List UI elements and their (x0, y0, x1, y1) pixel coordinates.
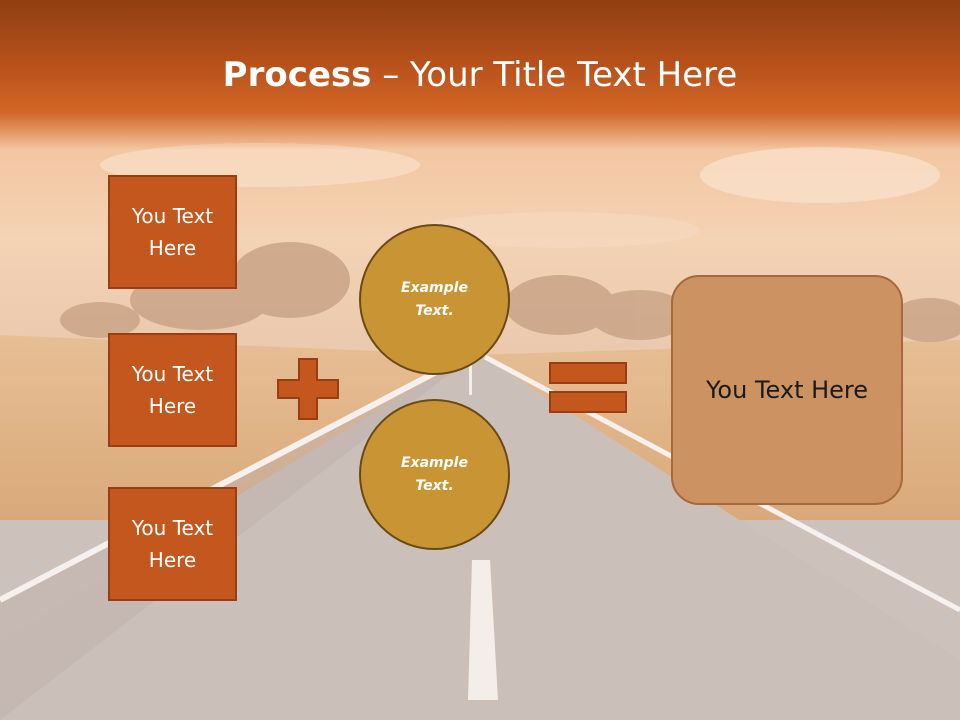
title-separator: – (371, 55, 411, 95)
equals-icon-bottom-bar (549, 391, 627, 413)
title-bold: Process (222, 55, 372, 95)
input-box-label: You Text Here (131, 204, 214, 260)
input-box-1: You Text Here (108, 175, 237, 289)
equals-icon-top-bar (549, 362, 627, 384)
input-box-3: You Text Here (108, 487, 237, 601)
input-box-2: You Text Here (108, 333, 237, 447)
plus-icon (277, 358, 339, 420)
title-band (0, 0, 960, 150)
example-circle-1: Example Text. (359, 224, 510, 375)
result-box: You Text Here (671, 275, 903, 505)
example-circle-label: Example Text. (401, 454, 468, 494)
input-box-label: You Text Here (131, 362, 214, 418)
example-circle-2: Example Text. (359, 399, 510, 550)
result-label: You Text Here (705, 376, 869, 404)
slide-title: Process – Your Title Text Here (0, 50, 960, 100)
example-circle-label: Example Text. (401, 279, 468, 319)
input-box-label: You Text Here (131, 516, 214, 572)
title-rest: Your Title Text Here (410, 55, 738, 95)
